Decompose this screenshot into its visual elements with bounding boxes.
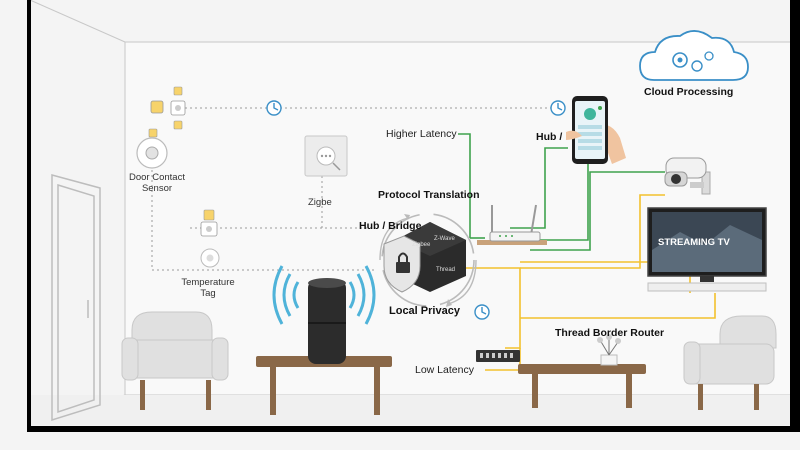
hub-bridge-label: Hub / Bridge xyxy=(359,220,422,232)
security-camera-icon xyxy=(664,157,711,195)
armchair-right xyxy=(683,315,777,410)
door-sensor-label: Door Contact Sensor xyxy=(128,172,186,194)
hub-top-label: Hub / xyxy=(536,131,563,143)
temperature-tag-label-line1: Temperature xyxy=(181,277,235,288)
hub-zigbee-text: Zigbee xyxy=(412,242,431,248)
local-privacy-label: Local Privacy xyxy=(389,305,460,317)
smartphone-icon xyxy=(566,96,626,164)
floor xyxy=(30,395,790,425)
streaming-tv-label: STREAMING TV xyxy=(658,237,730,248)
frame-right xyxy=(790,0,800,432)
hub-thread-text: Thread xyxy=(436,267,456,273)
zigbee-label: Zigbe xyxy=(308,197,332,208)
network-switch-icon xyxy=(476,350,520,362)
wifi-waves xyxy=(272,265,376,325)
door xyxy=(51,174,101,422)
frame-left xyxy=(27,0,31,432)
dotted-links xyxy=(151,107,565,271)
armchair-left xyxy=(121,311,229,410)
door-sensor-label-line2: Sensor xyxy=(141,183,173,194)
protocol-translation-label: Protocol Translation xyxy=(378,189,480,201)
door-sensor-label-line1: Door Contact xyxy=(129,172,185,183)
green-links xyxy=(458,133,665,251)
streaming-tv xyxy=(647,207,767,292)
ceiling-edge-left xyxy=(29,0,126,43)
clock-icon xyxy=(474,304,490,320)
coffee-table-right xyxy=(518,364,646,408)
temperature-tag-icon xyxy=(148,86,186,138)
cloud-processing-label: Cloud Processing xyxy=(644,86,734,98)
clock-icon xyxy=(266,100,282,116)
cloud-gear-icon xyxy=(639,30,749,81)
clock-icon xyxy=(550,100,566,116)
wall-switch-icon xyxy=(304,135,348,177)
plant-decor xyxy=(597,334,621,366)
low-latency-label: Low Latency xyxy=(415,364,474,376)
door-sensor-icon xyxy=(136,137,168,169)
temperature-tag-icon xyxy=(200,248,220,268)
back-wall xyxy=(125,42,790,395)
frame-bottom xyxy=(27,426,800,432)
router-icon xyxy=(477,204,547,245)
higher-latency-label: Higher Latency xyxy=(386,128,457,140)
temperature-tag-label-line2: Tag xyxy=(200,288,216,299)
hub-bridge xyxy=(379,213,477,307)
temperature-tag-label: Temperature Tag xyxy=(178,277,238,299)
thread-border-router-label: Thread Border Router xyxy=(555,327,665,339)
temperature-tag-icon xyxy=(200,209,218,237)
smart-speaker-icon xyxy=(308,278,346,364)
hub-zwave-text: Z-Wave xyxy=(434,236,455,242)
